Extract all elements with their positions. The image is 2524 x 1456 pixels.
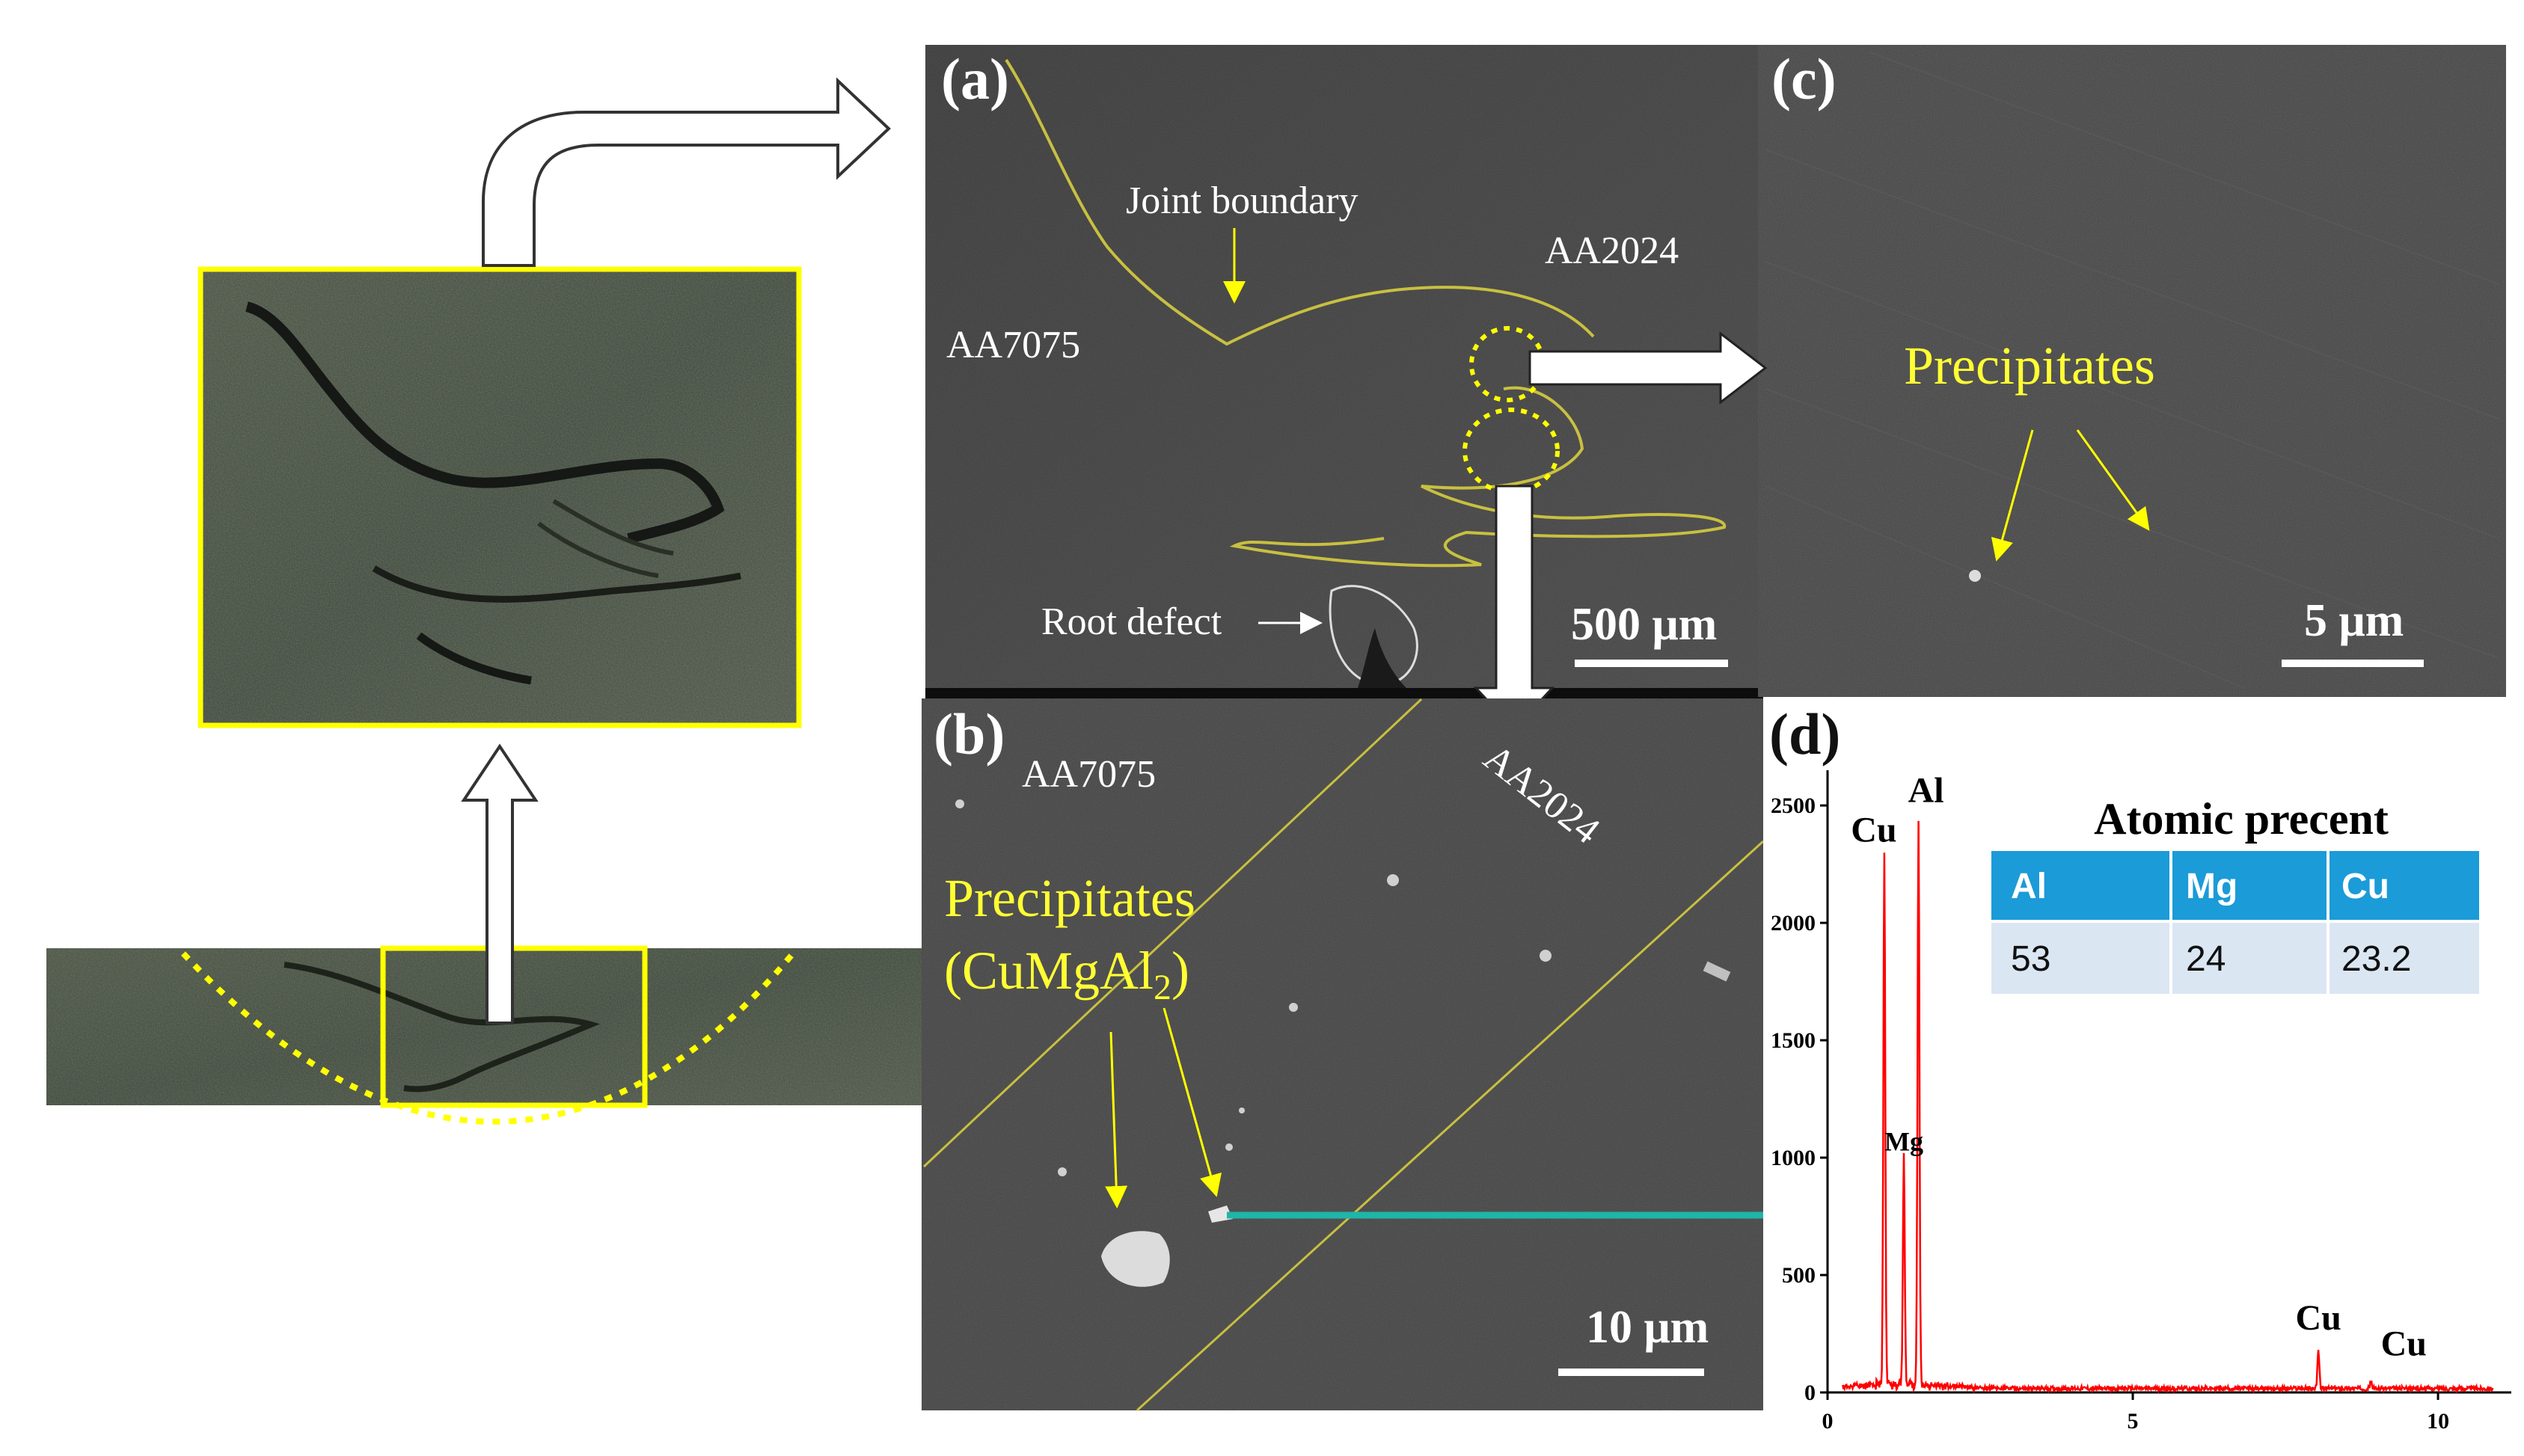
aa7075-label-a: AA7075: [946, 324, 1080, 366]
precipitates-arrow-b1: [1105, 1031, 1128, 1208]
table-value-mg: 24: [2186, 939, 2226, 979]
y-tick-label: 2000: [1771, 911, 1816, 936]
arrow-elbow-hollow: [482, 77, 891, 267]
panel-a-scale-bar: [1575, 660, 1728, 667]
macro-zoom-feature-lower: [372, 565, 741, 603]
peak-label-cu: Cu: [2295, 1298, 2341, 1338]
macro-weld-outline: [181, 951, 796, 1125]
precipitates-arrow-c2: [2076, 429, 2150, 531]
panel-c-label: (c): [1771, 46, 1837, 111]
root-defect-outline: [1329, 585, 1418, 686]
formula-close: ): [1171, 941, 1189, 1001]
root-defect-text: Root defect: [1041, 600, 1222, 643]
table-value-cu: 23.2: [2341, 939, 2411, 979]
boundary-line-b2: [1136, 840, 1765, 1412]
y-tick-label: 2500: [1771, 793, 1816, 818]
panel-c-scale-text: 5 μm: [2304, 595, 2404, 646]
x-tick-label: 0: [1822, 1409, 1834, 1434]
x-tick-label: 10: [2427, 1409, 2449, 1434]
small-precipitate: [1208, 1205, 1233, 1223]
macro-zoom-frame: [197, 266, 802, 728]
precipitates-text-b: Precipitates: [944, 868, 1195, 928]
y-tick-label: 1500: [1771, 1028, 1816, 1053]
macro-zoom-feature-tail: [416, 632, 532, 685]
spectrum-line: [1842, 820, 2494, 1395]
formula-text-b: (CuMgAl2): [944, 941, 1189, 1007]
table-title: Atomic precent: [2094, 794, 2389, 844]
precipitates-arrow-b2: [1163, 1007, 1222, 1197]
table-data-row: [1991, 922, 2479, 994]
peak-label-cu: Cu: [2381, 1324, 2427, 1364]
peak-label-cu: Cu: [1851, 811, 1896, 850]
macro-zoom-feature-streaks: [537, 499, 674, 578]
boundary-line-b1: [922, 698, 1423, 1168]
peak-label-al: Al: [1908, 770, 1944, 810]
x-tick-label: 5: [2128, 1409, 2139, 1434]
panel-c-scale-bar: [2282, 660, 2424, 667]
panel-a: (a) Joint boundary AA2024 AA7075 Root de…: [925, 45, 1763, 698]
panel-a-label: (a): [941, 46, 1009, 111]
macro-zoom-feature-main: [245, 301, 725, 544]
panel-b: (b) AA7075 AA2024 Precipitates (CuMgAl2)…: [922, 698, 1765, 1412]
macro-zoom: [197, 266, 802, 728]
joint-boundary-line: [1005, 58, 1727, 568]
macro-strip-feature: [284, 962, 600, 1093]
precipitates-text-c: Precipitates: [1904, 336, 2155, 396]
panel-b-scale-text: 10 μm: [1586, 1302, 1709, 1353]
panel-b-label: (b): [934, 701, 1005, 767]
elongated-precipitate: [1703, 961, 1731, 982]
table-header-mg: Mg: [2186, 867, 2237, 906]
precipitates-arrow-c1: [1991, 429, 2034, 562]
y-tick-label: 0: [1804, 1380, 1816, 1405]
aa2024-label-a: AA2024: [1545, 230, 1679, 272]
atomic-percent-table: Atomic precent Al Mg Cu 53 24 23.2: [1991, 794, 2479, 994]
peak-label-mg: Mg: [1884, 1127, 1923, 1157]
y-tick-label: 1000: [1771, 1146, 1816, 1170]
table-header-al: Al: [2011, 867, 2047, 906]
table-header-row: [1991, 851, 2479, 921]
table-value-al: 53: [2011, 939, 2050, 979]
arrow-a-to-c: [1528, 331, 1768, 405]
precipitate-dot-c: [1969, 570, 1981, 582]
joint-boundary-text: Joint boundary: [1126, 179, 1359, 222]
panel-a-scale-text: 500 μm: [1571, 599, 1717, 650]
panel-c: (c) Precipitates 5 μm: [1758, 45, 2506, 697]
panel-a-bottom-edge: [925, 688, 1763, 698]
large-precipitate: [1101, 1231, 1170, 1287]
panel-d-label: (d): [1769, 701, 1840, 767]
root-defect-mark: [1358, 628, 1406, 688]
macro-strip: [46, 945, 922, 1125]
formula-open: (CuMgAl: [944, 941, 1154, 1001]
table-header-cu: Cu: [2341, 867, 2389, 906]
precipitate-dots-b: [955, 799, 1552, 1176]
y-tick-label: 500: [1782, 1263, 1816, 1288]
panel-b-scale-bar: [1558, 1369, 1704, 1376]
arrow-up-hollow: [461, 743, 539, 1025]
aa7075-label-b: AA7075: [1022, 753, 1156, 796]
formula-sub: 2: [1154, 968, 1171, 1007]
